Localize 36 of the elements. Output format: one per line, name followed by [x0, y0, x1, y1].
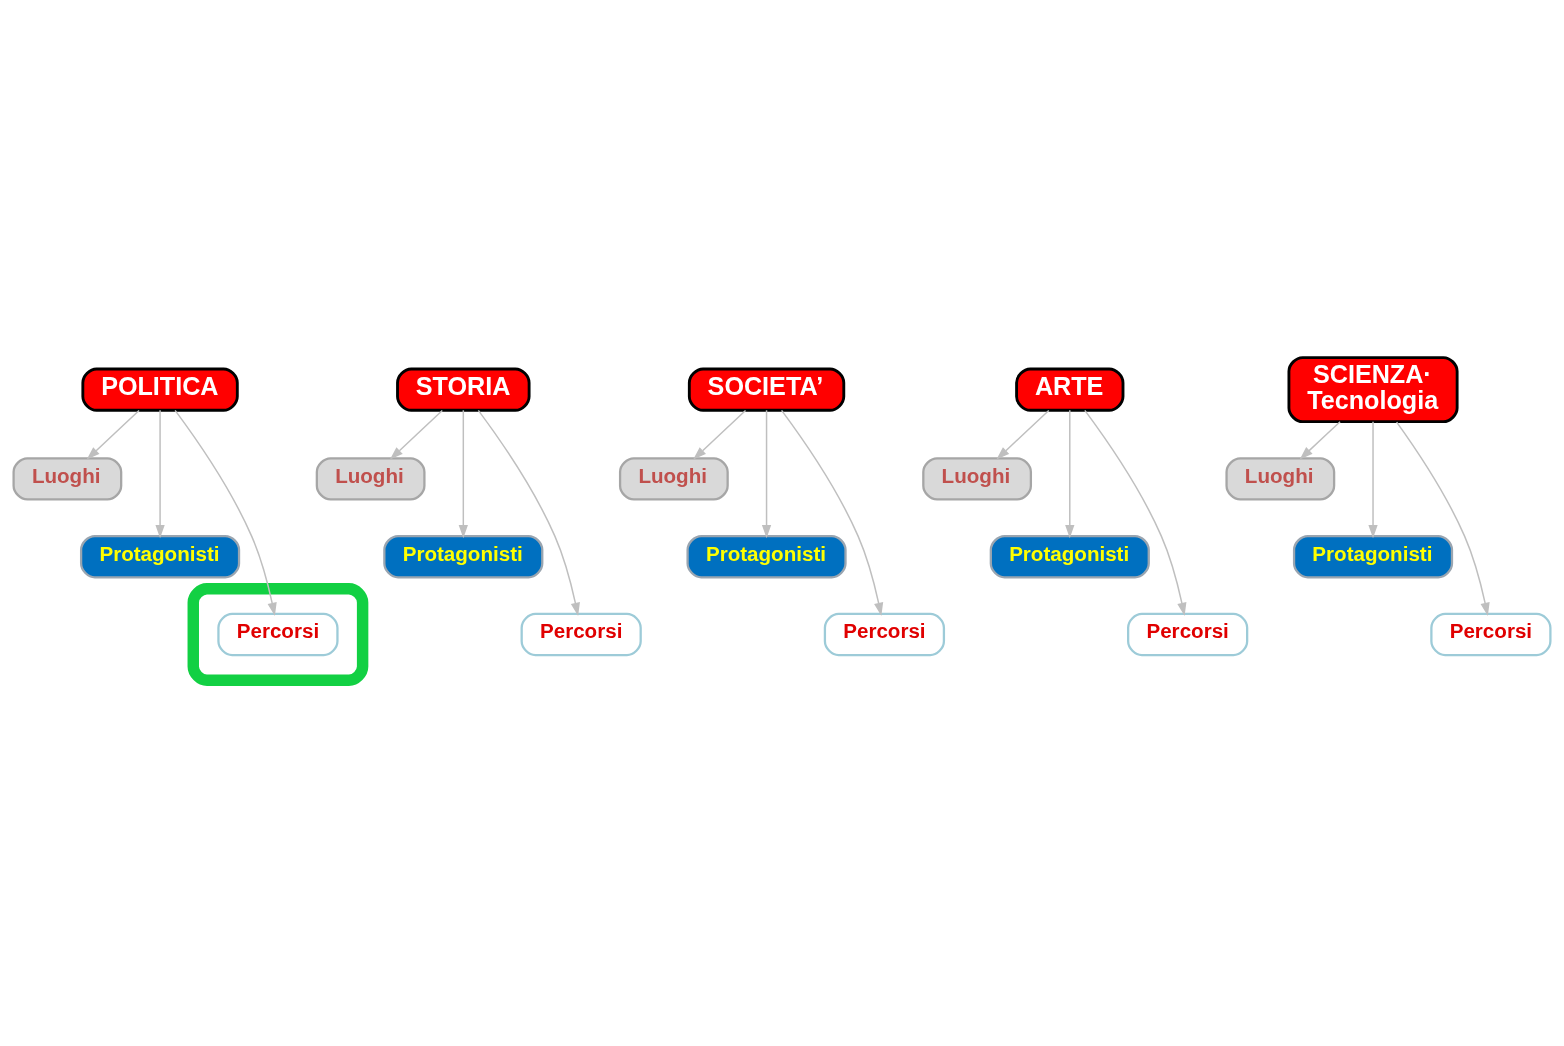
- arrow: [780, 409, 884, 616]
- node-box: ARTE: [1015, 367, 1125, 412]
- node-box: Percorsi: [1430, 612, 1552, 656]
- arrow: [693, 409, 747, 460]
- node-box: Percorsi: [1127, 612, 1249, 656]
- node-box: Protagonisti: [79, 534, 241, 578]
- node-box: Protagonisti: [1292, 534, 1454, 578]
- arrow: [86, 409, 140, 460]
- node-box: Percorsi: [520, 612, 642, 656]
- node-box: Luoghi: [315, 456, 426, 501]
- node-box: Percorsi: [217, 612, 339, 656]
- node-box: Protagonisti: [989, 534, 1150, 578]
- arrow: [761, 409, 772, 538]
- arrow: [458, 409, 468, 538]
- node-box: SOCIETA’: [687, 367, 846, 412]
- node-box: SCIENZA· Tecnologia: [1287, 355, 1459, 423]
- cluster: [187, 582, 369, 686]
- arrow: [389, 409, 444, 460]
- node-box: POLITICA: [81, 367, 239, 412]
- arrow: [155, 409, 165, 538]
- node-box: Protagonisti: [686, 534, 847, 578]
- arrow: [1368, 420, 1378, 538]
- arrow: [1065, 409, 1075, 538]
- arrow: [477, 409, 580, 616]
- node-box: Luoghi: [618, 456, 729, 501]
- node-box: Percorsi: [823, 612, 946, 656]
- node-box: Luoghi: [12, 456, 123, 501]
- node-box: Luoghi: [922, 456, 1033, 501]
- node-box: Protagonisti: [383, 534, 544, 578]
- arrow: [1299, 420, 1341, 460]
- arrow: [996, 409, 1050, 460]
- arrow: [1084, 409, 1187, 616]
- node-box: STORIA: [396, 367, 531, 412]
- arrow: [174, 409, 277, 616]
- node-box: Luoghi: [1225, 456, 1336, 501]
- arrow: [1395, 420, 1490, 616]
